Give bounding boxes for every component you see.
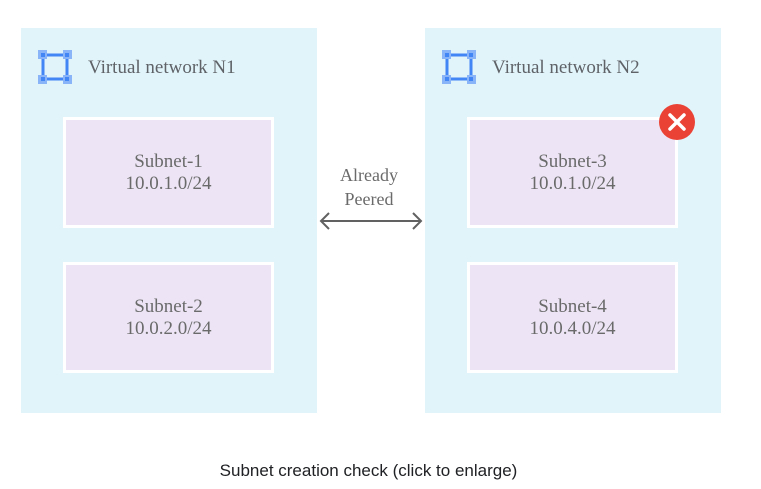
- subnet-name: Subnet-2: [134, 295, 203, 317]
- virtual-network-icon: [442, 50, 476, 84]
- subnet-cidr: 10.0.1.0/24: [125, 172, 212, 194]
- subnet-3-box: Subnet-3 10.0.1.0/24: [467, 117, 678, 228]
- subnet-4-box: Subnet-4 10.0.4.0/24: [467, 262, 678, 373]
- vnet-title: Virtual network N2: [492, 57, 640, 78]
- subnet-name: Subnet-3: [538, 150, 607, 172]
- subnet-cidr: 10.0.4.0/24: [529, 317, 616, 339]
- virtual-network-n1: Virtual network N1 Subnet-1 10.0.1.0/24 …: [21, 28, 317, 413]
- virtual-network-n2: Virtual network N2 Subnet-3 10.0.1.0/24 …: [425, 28, 721, 413]
- subnet-name: Subnet-1: [134, 150, 203, 172]
- vnet-title: Virtual network N1: [88, 57, 236, 78]
- figure-caption-link[interactable]: Subnet creation check (click to enlarge): [219, 461, 518, 480]
- subnet-cidr: 10.0.1.0/24: [529, 172, 616, 194]
- double-headed-arrow-icon: [319, 212, 423, 230]
- subnet-name: Subnet-4: [538, 295, 607, 317]
- peering-label-line1: Already: [340, 165, 398, 185]
- virtual-network-icon: [38, 50, 72, 84]
- subnet-2-box: Subnet-2 10.0.2.0/24: [63, 262, 274, 373]
- error-x-icon: [659, 104, 695, 140]
- subnet-cidr: 10.0.2.0/24: [125, 317, 212, 339]
- subnet-1-box: Subnet-1 10.0.1.0/24: [63, 117, 274, 228]
- peering-label: Already Peered: [330, 163, 408, 211]
- peering-label-line2: Peered: [344, 189, 394, 209]
